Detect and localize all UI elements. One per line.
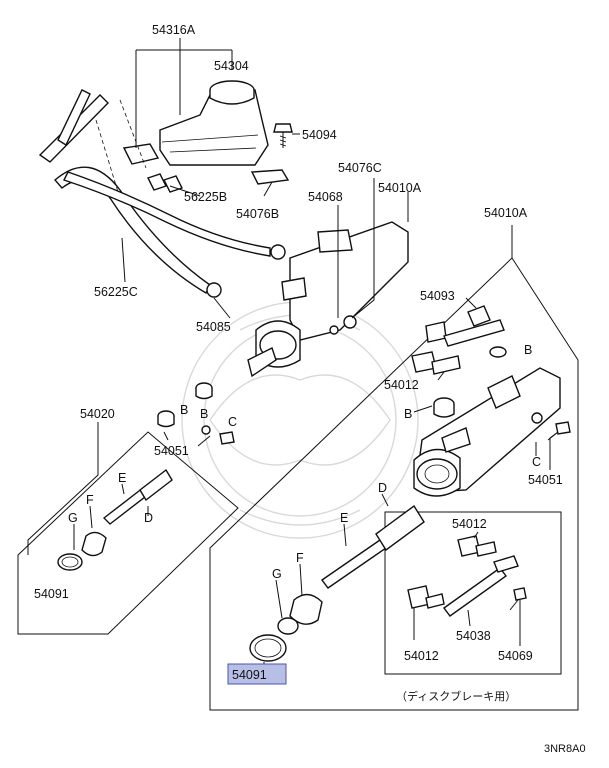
label-54304[interactable]: 54304	[214, 59, 249, 73]
label-D-right[interactable]: D	[378, 481, 387, 495]
label-B-upper-right[interactable]: B	[524, 343, 532, 357]
label-F-right[interactable]: F	[296, 551, 304, 565]
label-56225C[interactable]: 56225C	[94, 285, 138, 299]
bracket-54076B	[250, 169, 290, 185]
label-54316A[interactable]: 54316A	[152, 23, 196, 37]
label-G-right[interactable]: G	[272, 567, 282, 581]
label-54068[interactable]: 54068	[308, 190, 343, 204]
cap-B-lower	[433, 346, 507, 418]
group-outline-54020	[17, 431, 239, 635]
highlight-54091[interactable]	[227, 663, 287, 685]
disc-brake-parts	[407, 535, 527, 617]
disc-brake-note: （ディスクブレーキ用）	[396, 689, 516, 703]
hose-clamp-54085	[206, 244, 286, 298]
label-D-left[interactable]: D	[144, 511, 153, 525]
label-54091-left[interactable]: 54091	[34, 587, 69, 601]
reservoir-tank-54316A	[159, 89, 269, 166]
label-54012-disc-bottom[interactable]: 54012	[404, 649, 439, 663]
label-B-left-1[interactable]: B	[180, 403, 188, 417]
label-C-right[interactable]: C	[532, 455, 541, 469]
label-E-left[interactable]: E	[118, 471, 126, 485]
label-54076B[interactable]: 54076B	[236, 207, 279, 221]
master-cylinder-54010A-upper	[247, 221, 409, 378]
label-54085[interactable]: 54085	[196, 320, 231, 334]
fitting-54093	[425, 305, 505, 347]
label-G-left[interactable]: G	[68, 511, 78, 525]
label-54012-disc-top[interactable]: 54012	[452, 517, 487, 531]
label-54076C[interactable]: 54076C	[338, 161, 382, 175]
hose-guide-line	[95, 99, 147, 193]
hose-56225B	[57, 89, 271, 257]
label-54091-highlighted[interactable]: 54091	[232, 668, 267, 682]
label-F-left[interactable]: F	[86, 493, 94, 507]
label-54051-left[interactable]: 54051	[154, 444, 189, 458]
label-54093[interactable]: 54093	[420, 289, 455, 303]
piston-kit-54010A	[249, 504, 425, 662]
piston-kit-54020	[57, 382, 235, 571]
label-54051-right[interactable]: 54051	[528, 473, 563, 487]
label-B-lower-cyl[interactable]: B	[404, 407, 412, 421]
reservoir-cap-54304	[209, 80, 255, 105]
group-outline-disc-brake	[384, 511, 562, 675]
part-labels: 54316A 54304 54094 54076C 56225B 54068 5…	[34, 23, 586, 755]
label-54094[interactable]: 54094	[302, 128, 337, 142]
label-54020[interactable]: 54020	[80, 407, 115, 421]
label-E-right[interactable]: E	[340, 511, 348, 525]
bolt-54094	[273, 123, 293, 148]
fitting-54012-upper	[411, 351, 461, 375]
label-56225B[interactable]: 56225B	[184, 190, 227, 204]
group-outline-54010A	[209, 257, 579, 711]
label-54038[interactable]: 54038	[456, 629, 491, 643]
label-54012-upper[interactable]: 54012	[384, 378, 419, 392]
label-54010A-lower[interactable]: 54010A	[484, 206, 528, 220]
leader-lines	[27, 38, 559, 668]
label-B-left-2[interactable]: B	[200, 407, 208, 421]
label-C-left[interactable]: C	[228, 415, 237, 429]
master-cylinder-54010A-lower	[413, 367, 561, 497]
label-54010A-upper[interactable]: 54010A	[378, 181, 422, 195]
label-54069[interactable]: 54069	[498, 649, 533, 663]
diagram-code: 3NR8A0	[544, 743, 586, 755]
